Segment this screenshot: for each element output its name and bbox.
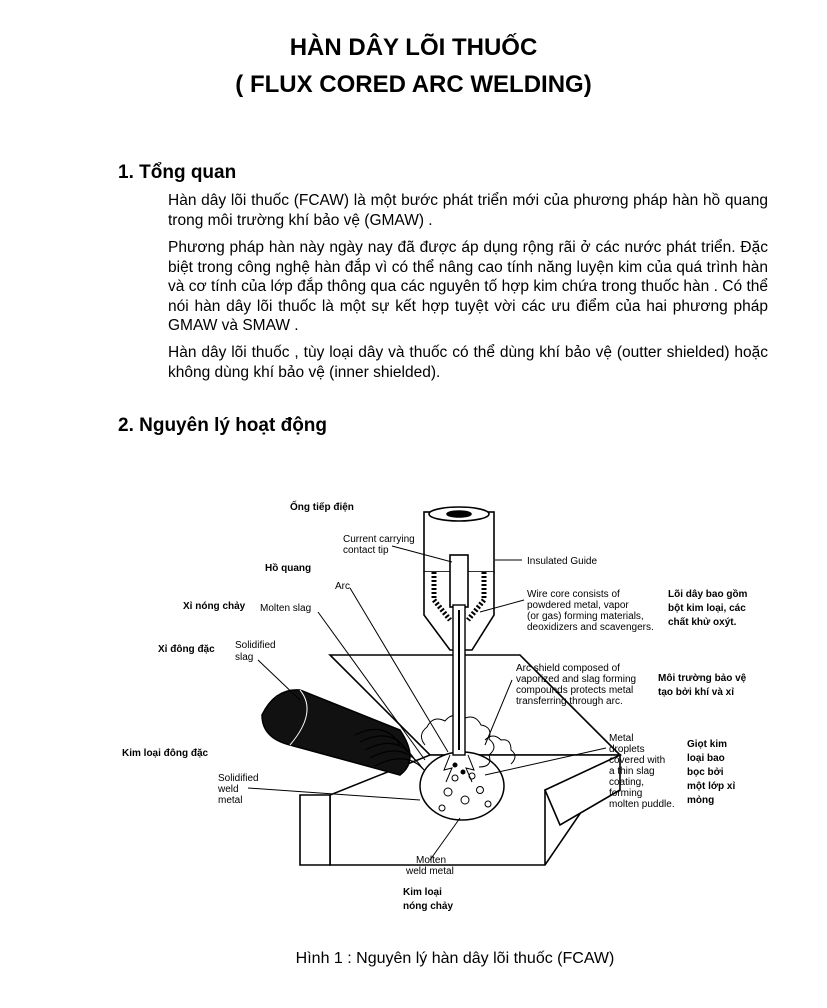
section-2-heading: 2. Nguyên lý hoạt động (118, 415, 328, 436)
label-insulated-guide: Insulated Guide (527, 556, 597, 567)
label-moi-truong-line1: Môi trường bảo vệ (658, 673, 747, 684)
label-droplets-line5: coating, (609, 777, 644, 788)
section-1-paragraph-1: Hàn dây lõi thuốc (FCAW) là một bước phá… (168, 192, 768, 229)
document-title-line2: ( FLUX CORED ARC WELDING) (235, 71, 592, 98)
leader-lines (247, 545, 607, 861)
document-title-line1: HÀN DÂY LÕI THUỐC (289, 34, 538, 61)
label-droplets-line3: covered with (609, 755, 665, 766)
contact-tube (423, 506, 495, 651)
label-loi-day-line1: Lõi dây bao gồm (668, 588, 748, 600)
fcaw-principle-diagram: Ống tiếp điện Hồ quang Xỉ nóng chảy Xỉ đ… (122, 499, 748, 912)
label-kim-loai-nong-chay-line2: nóng chảy (403, 901, 453, 912)
figure-caption: Hình 1 : Nguyên lý hàn dây lõi thuốc (FC… (295, 950, 615, 967)
label-solid-weld-line2: weld (217, 784, 239, 795)
label-current-tip-line2: contact tip (343, 545, 389, 556)
label-moi-truong-line2: tạo bởi khí và xỉ (658, 687, 734, 698)
weld-pool (419, 751, 505, 821)
label-loi-day-line3: chất khử oxýt. (668, 616, 737, 628)
label-giot-line3: bọc bởi (687, 767, 724, 778)
label-giot-line2: loại bao (687, 753, 725, 764)
label-arc-shield-line2: vaporized and slag forming (516, 674, 636, 685)
label-wire-core-line2: powdered metal, vapor (527, 600, 629, 611)
label-wire-core-line1: Wire core consists of (527, 589, 620, 600)
label-wire-core-line4: deoxidizers and scavengers. (527, 622, 654, 633)
label-arc: Arc (335, 581, 350, 592)
label-giot-line1: Giọt kim (687, 739, 727, 750)
section-1-paragraph-2: Phương pháp hàn này ngày nay đã được áp … (168, 239, 768, 334)
label-ho-quang: Hồ quang (265, 562, 311, 574)
label-droplets-line1: Metal (609, 733, 633, 744)
shielding-gas-cloud (421, 715, 516, 768)
label-solid-weld-line1: Solidified (218, 773, 259, 784)
label-giot-line4: một lớp xỉ (687, 781, 735, 792)
label-molten-weld-line1: Molten (416, 855, 446, 866)
section-1-paragraph-3: Hàn dây lõi thuốc , tùy loại dây và thuố… (168, 344, 768, 381)
label-arc-shield-line3: compounds protects metal (516, 685, 633, 696)
label-molten-weld-line2: weld metal (405, 866, 454, 877)
wire-electrode (452, 604, 466, 756)
label-kim-loai-dong-dac: Kim loại đông đặc (122, 748, 209, 759)
label-droplets-line7: molten puddle. (609, 799, 675, 810)
label-wire-core-line3: (or gas) forming materials, (527, 611, 644, 622)
label-solidified-slag-line1: Solidified (235, 640, 276, 651)
label-ong-tiep-dien: Ống tiếp điện (290, 499, 354, 513)
label-current-tip-line1: Current carrying (343, 534, 415, 545)
label-xi-dong-dac: Xỉ đông đặc (158, 644, 215, 655)
label-droplets-line6: forming (609, 788, 642, 799)
label-solid-weld-line3: metal (218, 795, 242, 806)
label-droplets-line4: a thin slag (609, 766, 655, 777)
section-1-heading: 1. Tổng quan (118, 162, 237, 183)
label-loi-day-line2: bột kim loại, các (668, 603, 746, 614)
solidified-slag-bead (261, 689, 411, 776)
label-giot-line5: mỏng (687, 795, 714, 806)
label-xi-nong-chay: Xỉ nóng chảy (183, 601, 246, 612)
label-arc-shield-line1: Arc shield composed of (516, 663, 620, 674)
label-solidified-slag-line2: slag (235, 652, 253, 663)
arc-zone (443, 754, 475, 783)
label-droplets-line2: droplets (609, 744, 645, 755)
label-arc-shield-line4: transferring through arc. (516, 696, 623, 707)
label-kim-loai-nong-chay-line1: Kim loại (403, 887, 442, 898)
label-molten-slag: Molten slag (260, 603, 311, 614)
